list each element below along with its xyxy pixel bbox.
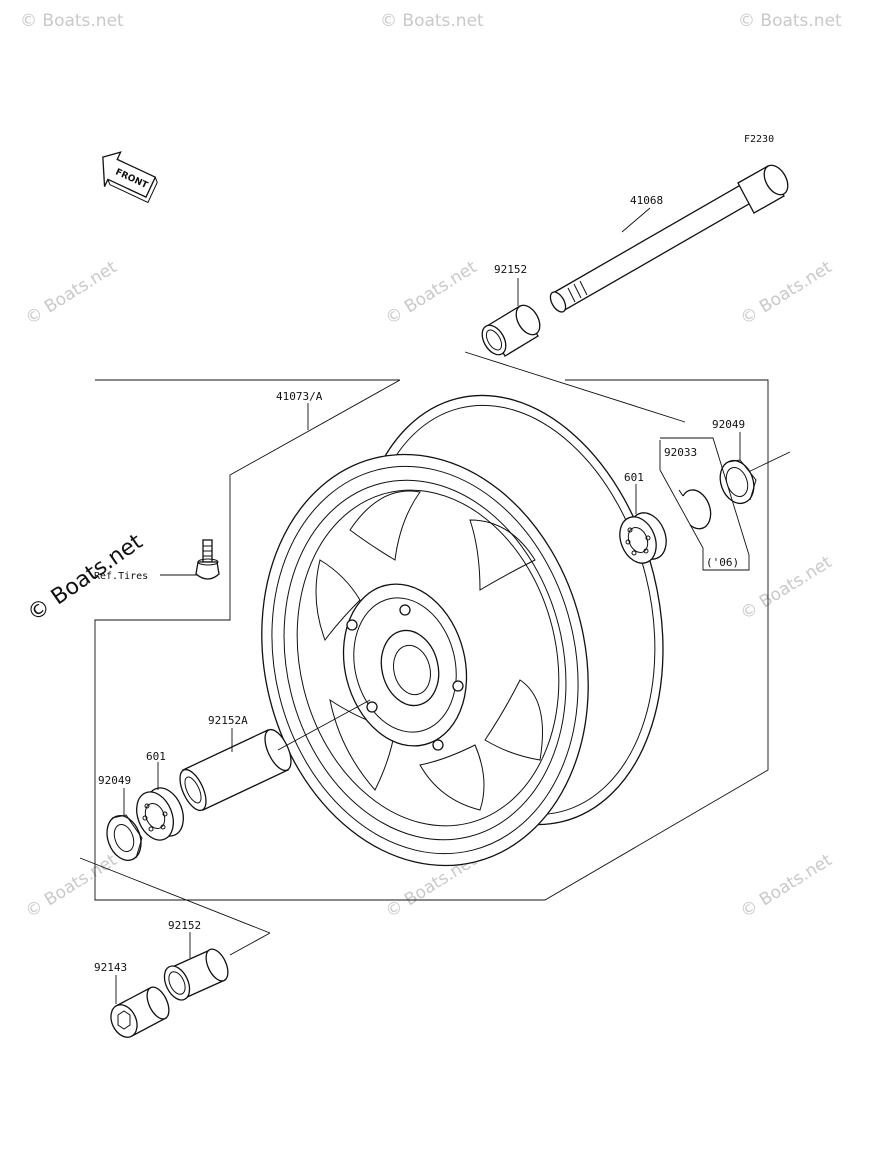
valve-stem-part [195,539,220,580]
callout-92152-bottom: 92152 [168,919,201,932]
watermark: © Boats.net [738,11,842,31]
watermark: © Boats.net [737,552,836,624]
watermark: © Boats.net [380,11,484,31]
callout-41068: 41068 [630,194,663,207]
callout-92049-left: 92049 [98,774,131,787]
oil-seal-left-part [106,814,143,861]
cap-bolt-part [110,986,170,1038]
circlip-part [678,489,712,530]
collar-top-part [481,304,541,357]
watermark: © Boats.net [20,11,124,31]
assembly-outline [79,351,791,956]
watermark: © Boats.net [737,257,836,329]
watermark: © Boats.net [22,850,121,922]
leader-axle [621,207,651,233]
bearing-right-part [619,512,667,564]
collar-hub-part [179,699,371,812]
callout-92049-right: 92049 [712,418,745,431]
axle-part [549,164,789,313]
oil-seal-right-part [719,459,757,505]
front-arrow-icon: FRONT [102,151,158,204]
callout-41073a: 41073/A [276,390,323,403]
watermark: © Boats.net [382,257,481,329]
collar-bottom-part [163,948,229,1001]
figure-code: F2230 [744,134,774,145]
watermark: © Boats.net [22,257,121,329]
callout-92152a: 92152A [208,714,248,727]
callout-92143: 92143 [94,961,127,974]
circlip-note: ('06) [706,556,739,569]
callout-601-right: 601 [624,471,644,484]
callout-601-left: 601 [146,750,166,763]
callout-ref-tires: Ref.Tires [94,571,148,582]
bearing-left-part [136,787,184,841]
callout-92033: 92033 [664,446,697,459]
wheel-part [261,394,664,867]
circlip-bracket [659,437,750,571]
watermark: © Boats.net [737,850,836,922]
callout-92152-top: 92152 [494,263,527,276]
